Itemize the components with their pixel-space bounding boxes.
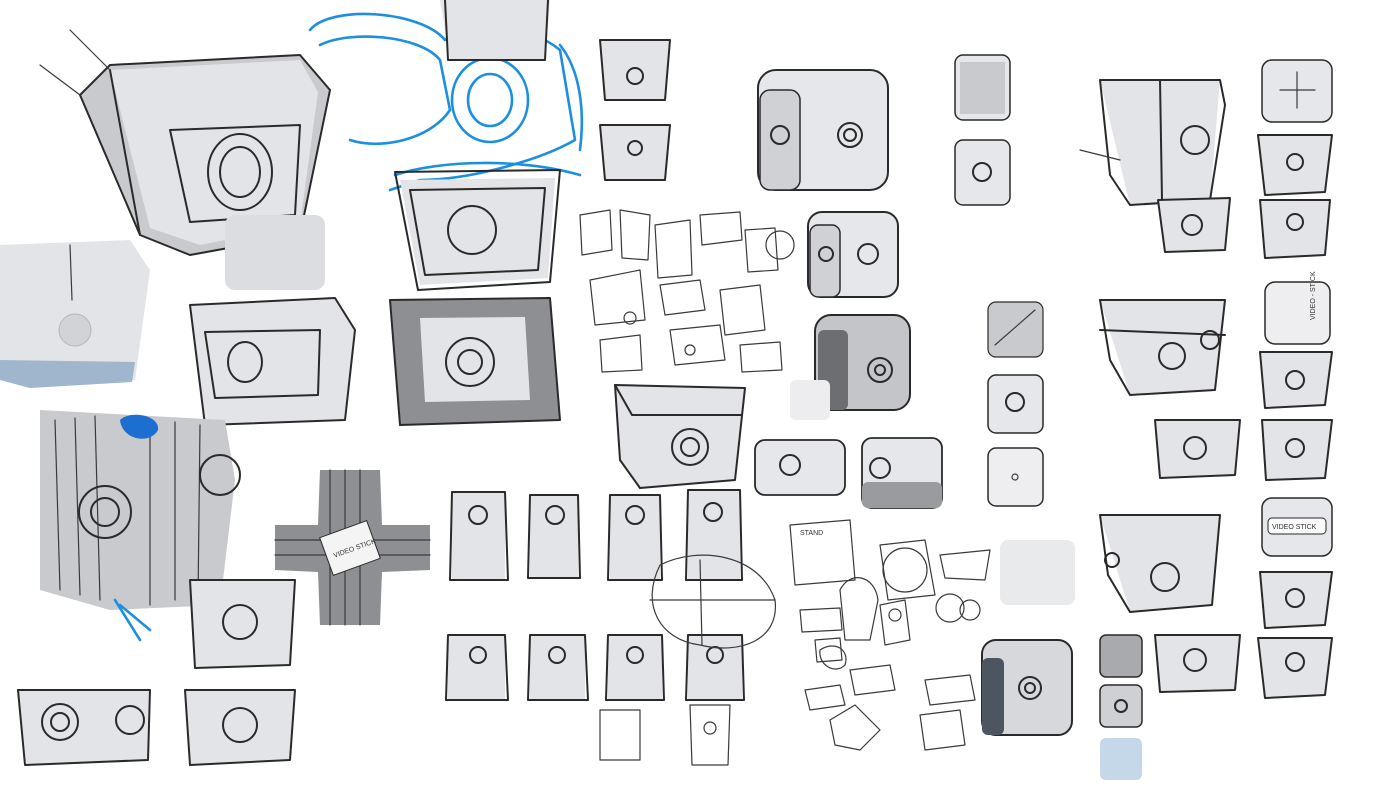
cube-render-top (757, 69, 889, 191)
camera-sketch-right-mid (1099, 299, 1226, 396)
tile-column (954, 54, 1044, 507)
camera-sketch-front-lower (389, 297, 561, 426)
frame-row-lower (445, 634, 745, 701)
cube-render-dark (814, 314, 911, 411)
bracket-label: STAND (800, 530, 823, 537)
frame-row-upper (449, 489, 743, 581)
camera-sketch-large-top-left (39, 29, 331, 256)
small-tile-renders-bottom (1099, 634, 1143, 780)
camera-sketch-mid-small (189, 579, 296, 669)
cube-render-pair (754, 437, 943, 509)
camera-sketch-column-top (440, 0, 671, 181)
camera-sketch-front-upper (394, 169, 561, 291)
side-label-a: VIDEO - STICK (1310, 271, 1317, 320)
marker-swatches (225, 215, 1075, 605)
cube-render-second (807, 211, 899, 298)
camera-sketch-right-bottom (1154, 634, 1241, 693)
camera-sketch-mid-left (189, 297, 356, 426)
camera-sketch-bottom-left-a (17, 689, 151, 766)
camera-sketch-bottom-left-b (184, 689, 296, 766)
camera-sketch-center (614, 384, 746, 489)
camera-sketch-right-mid-small (1154, 419, 1241, 479)
cube-render-bottom-dark (981, 639, 1073, 736)
cross-module-sketch: VIDEO STICK (274, 469, 431, 626)
far-right-column: VIDEO - STICK VIDEO STICK (1257, 59, 1333, 699)
camera-sketch-right-lower (1099, 514, 1221, 613)
camera-sketch-right-top (1079, 79, 1231, 253)
rounded-cross-outline (649, 554, 776, 649)
bracket-sketches: STAND (789, 519, 991, 751)
stand-sketch-bottom (599, 704, 731, 766)
side-label-b: VIDEO STICK (1272, 524, 1317, 531)
camera-render-left (0, 240, 150, 388)
thumbnail-doodles (579, 209, 795, 373)
camera-render-striped (40, 410, 241, 642)
